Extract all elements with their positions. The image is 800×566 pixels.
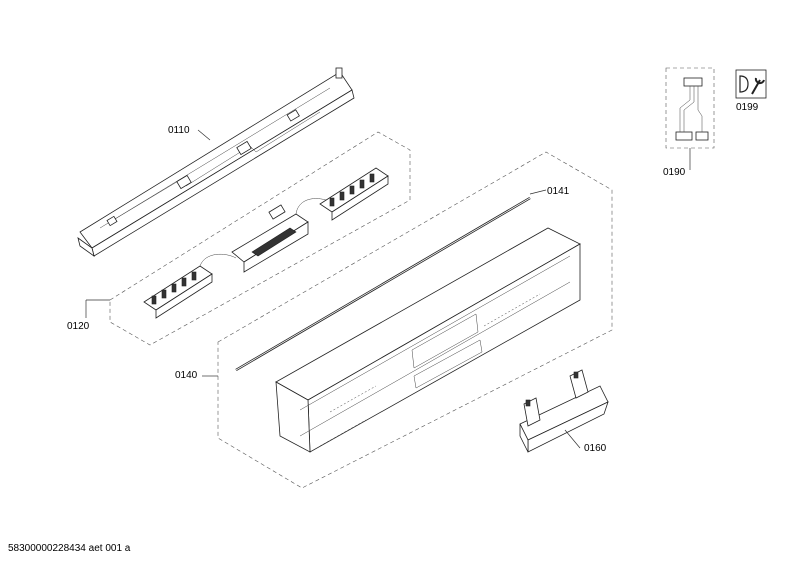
leader-0141 (529, 189, 547, 195)
drawing-id: 58300000228434 aet 001 a (8, 543, 131, 554)
label-0160[interactable]: 0160 (584, 443, 607, 454)
part-0140-fascia-panel[interactable] (275, 227, 581, 453)
part-0141-trim-strip[interactable] (235, 196, 531, 372)
label-0190[interactable]: 0190 (663, 167, 686, 178)
part-0110-rail[interactable] (77, 67, 355, 257)
part-0120-control-module[interactable] (143, 167, 389, 319)
label-0199[interactable]: 0199 (736, 102, 759, 113)
leader-0110 (197, 129, 211, 141)
part-0160-bracket[interactable] (519, 369, 609, 453)
wrench-icon[interactable] (735, 69, 767, 99)
label-0120[interactable]: 0120 (67, 321, 90, 332)
group-box-0140 (217, 151, 613, 489)
label-0140[interactable]: 0140 (175, 370, 198, 381)
label-0141[interactable]: 0141 (547, 186, 570, 197)
label-0110[interactable]: 0110 (168, 125, 190, 136)
part-0190-wiring-harness[interactable] (665, 67, 715, 149)
group-box-0120 (109, 131, 411, 346)
leader-0160 (564, 429, 581, 449)
